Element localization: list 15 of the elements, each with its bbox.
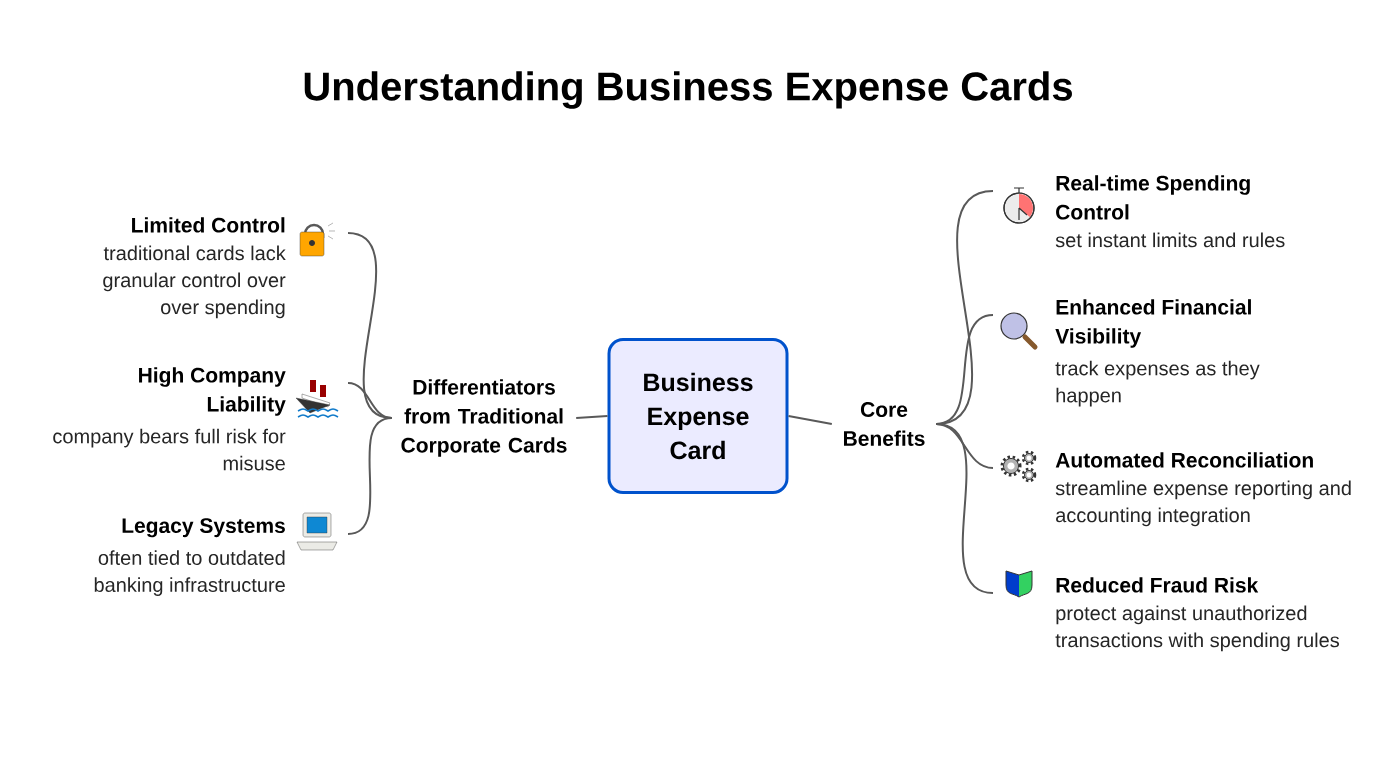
connector <box>787 415 833 425</box>
drawback-item: High Company Liability company bears full risk for misuse <box>53 367 286 471</box>
connector <box>575 415 609 419</box>
benefit-item: Reduced Fraud Risk protect against unauthorized transactions with spending rules <box>1055 577 1339 652</box>
drawback-item: Limited Control traditional cards lack granular control over over spending <box>103 217 286 319</box>
connector <box>935 423 994 594</box>
benefit-item: Automated Reconciliation streamline expense reporting and accounting integration <box>1055 452 1351 527</box>
connector <box>347 417 393 535</box>
branch-label: Differentiators from Traditional Corporate Cards <box>401 379 567 457</box>
card-box: Business Expense Card <box>607 338 789 494</box>
title: Understanding Business Expense Cards <box>304 71 1072 109</box>
drawback-item: Legacy Systems often tied to outdated banking infrastructure <box>94 518 285 596</box>
benefit-item: Real-time Spending Control set instant limits and rules <box>1055 175 1285 248</box>
benefit-item: Enhanced Financial Visibility track expenses as they happen <box>1055 299 1260 407</box>
branch-label: Core Benefits <box>844 402 925 446</box>
